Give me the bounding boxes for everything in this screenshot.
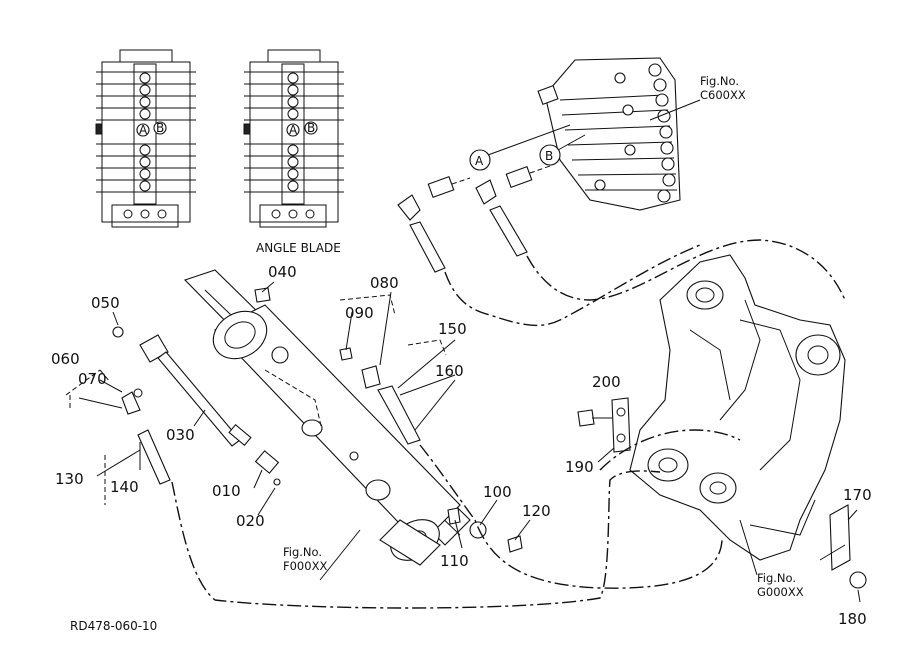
angle-blade-caption: ANGLE BLADE [256,241,341,255]
part-label-080: 080 [370,274,399,292]
part-label-180: 180 [838,610,867,628]
part-label-170: 170 [843,486,872,504]
part-label-120: 120 [522,502,551,520]
part-label-110: 110 [440,552,469,570]
valve-hoses [409,205,846,327]
fig-ref-c600-line2: C600XX [700,88,746,102]
part-label-060: 060 [51,350,80,368]
swing-bracket [629,254,846,561]
fig-ref-g000-line2: G000XX [757,585,804,599]
valve-port-a-left: A [139,123,148,137]
port-b-callout: B [545,149,553,163]
part-label-190: 190 [565,458,594,476]
hose-140 [137,429,171,485]
part-label-100: 100 [483,483,512,501]
part-label-020: 020 [236,512,265,530]
part-label-160: 160 [435,362,464,380]
part-label-050: 050 [91,294,120,312]
hose-clamp-190 [577,397,631,453]
fig-ref-f000-line1: Fig.No. [283,545,322,559]
part-label-150: 150 [438,320,467,338]
valve-schematic-left: A B [95,49,196,228]
part-label-090: 090 [345,304,374,322]
hose-030 [121,334,281,486]
hose-run-right [419,444,723,589]
part-label-140: 140 [110,478,139,496]
fig-ref-f000-line2: F000XX [283,559,327,573]
hose-run-bracket [599,429,741,471]
fig-ref-c600-line1: Fig.No. [700,74,739,88]
part-label-130: 130 [55,470,84,488]
valve-fittings [397,165,551,221]
part-label-040: 040 [268,263,297,281]
part-label-200: 200 [592,373,621,391]
port-a-callout: A [475,154,484,168]
hose-160 [377,385,421,445]
valve-port-a-right: A [289,123,298,137]
angle-cylinder [183,269,471,566]
part-label-010: 010 [212,482,241,500]
control-valve [537,57,681,211]
bracket-170 [819,504,867,589]
leader-lines [78,281,531,549]
valve-schematic-right: A B [243,49,344,228]
valve-port-b-left: B [156,121,164,135]
hose-run-left [171,470,661,609]
part-label-070: 070 [78,370,107,388]
part-label-030: 030 [166,426,195,444]
fig-ref-g000-line1: Fig.No. [757,571,796,585]
valve-port-b-right: B [307,121,315,135]
drawing-code: RD478-060-10 [70,619,157,633]
